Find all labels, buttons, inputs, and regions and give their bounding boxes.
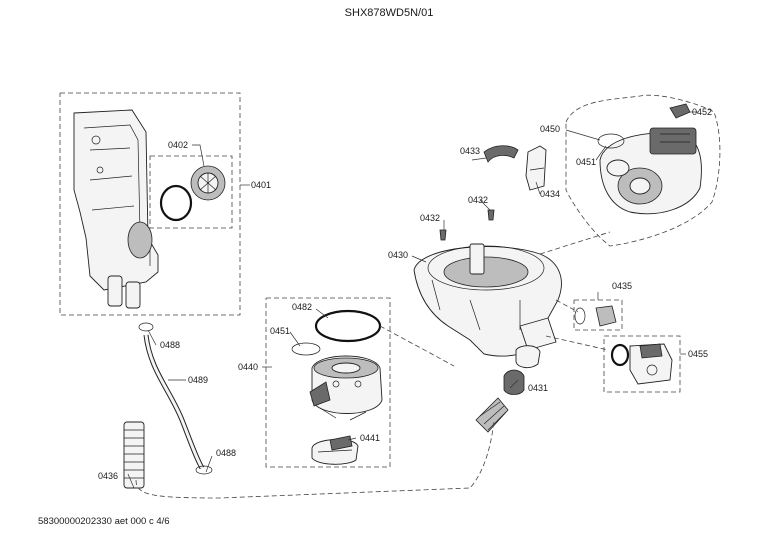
group-0455-box [603,335,681,393]
group-0440-box [265,297,391,468]
part-label-0401: 0401 [251,180,271,190]
part-label-0441: 0441 [360,433,380,443]
coupling-0431-part [503,369,525,395]
group-0450-box [565,94,721,247]
diagram-title: SHX878WD5N/01 [345,7,434,19]
group-0435-box [573,299,623,331]
part-label-0430: 0430 [388,250,408,260]
group-0401 [59,92,241,316]
clamp-0451-right-part [597,133,625,149]
connection-lines [135,231,611,499]
part-label-0489: 0489 [188,375,208,385]
clip-0452-part [669,103,691,119]
water-tank-part [73,109,159,291]
seal-ring-0455-part [610,343,630,367]
seal-0435-part [574,307,586,325]
part-label-0482: 0482 [292,302,312,312]
screw-0432-right-part [487,209,495,221]
group-0450 [565,94,721,247]
part-label-0451-right: 0451 [576,157,596,167]
clamp-0488-top-part [138,322,154,332]
part-label-0402: 0402 [168,140,188,150]
leader-lines [127,111,698,489]
clip-0433-part [483,145,519,163]
part-label-0434: 0434 [540,189,560,199]
part-labels: 0401 0402 0488 0489 0488 0436 0482 0451 … [98,107,712,481]
part-label-0488-top: 0488 [160,340,180,350]
group-0435 [573,299,623,331]
tank-chamber-part [127,221,153,259]
part-label-0433: 0433 [460,146,480,156]
group-0402-box [149,155,233,229]
group-0440 [265,297,391,468]
seal-ring-0402-part [159,184,193,222]
hose-parts [123,322,213,489]
part-label-0451-middle: 0451 [270,326,290,336]
part-label-0432-right: 0432 [468,195,488,205]
part-label-0488-bottom: 0488 [216,448,236,458]
part-label-0440: 0440 [238,362,258,372]
part-label-0455: 0455 [688,349,708,359]
part-label-0436: 0436 [98,471,118,481]
group-0401-box [59,92,241,316]
part-label-0450: 0450 [540,124,560,134]
tank-nozzle-right-part [125,281,141,309]
screw-0432-left-part [439,229,447,241]
sensor-0435-part [595,305,617,327]
tank-nozzle-left-part [107,275,123,307]
part-label-0431: 0431 [528,383,548,393]
connector-hose-part [475,397,509,433]
group-0455 [603,335,681,393]
bracket-0434-part [525,145,547,191]
clamp-0451-part [291,342,321,356]
diagram-footer-code: 58300000202330 aet 000 c 4/6 [38,516,170,527]
part-label-0435: 0435 [612,281,632,291]
gasket-0482-part [314,309,382,343]
clamp-0488-bottom-part [195,465,213,475]
part-label-0432-left: 0432 [420,213,440,223]
part-label-0452: 0452 [692,107,712,117]
sump-0430 [413,145,562,433]
